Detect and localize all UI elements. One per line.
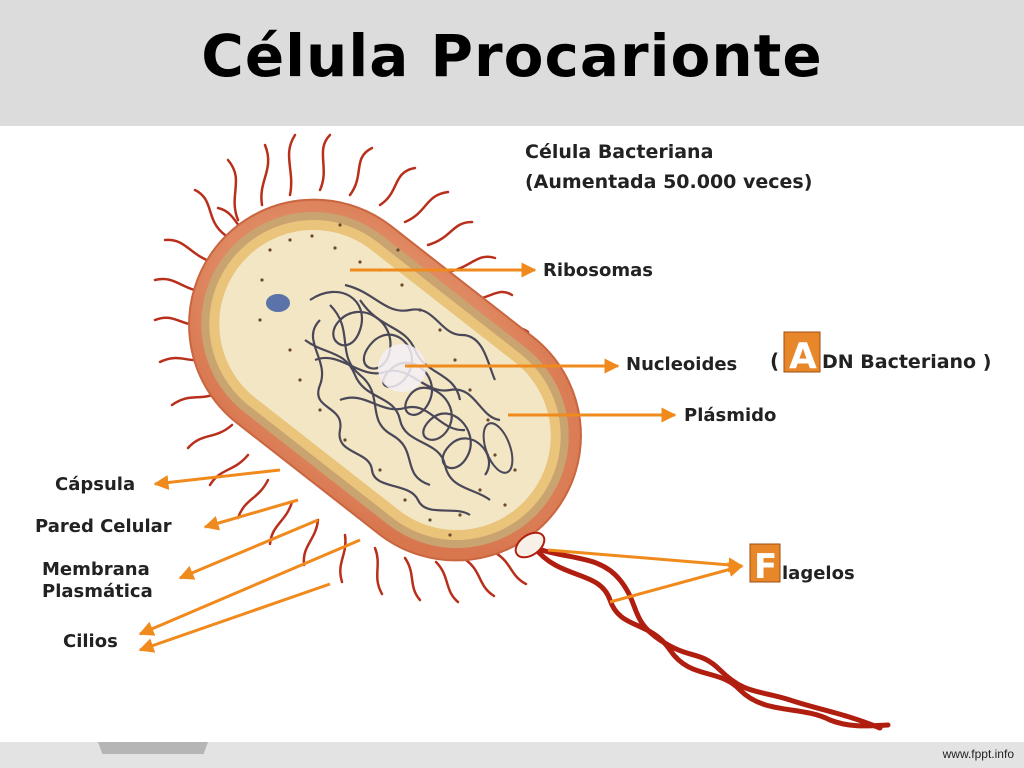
label-capsula: Cápsula [55, 474, 135, 495]
footer-url: www.fppt.info [942, 747, 1014, 761]
label-nucleoides: Nucleoides [626, 354, 737, 375]
arrow-pared [203, 498, 299, 531]
slide-header: Célula Procarionte [0, 0, 1024, 126]
flagelos-initial-box [749, 543, 781, 583]
label-membrana-line-2: Plasmática [42, 581, 153, 602]
flagellum [532, 545, 891, 731]
arrow-cilios-b [138, 582, 331, 653]
leader-arrows [138, 262, 744, 653]
arrow-capsula [153, 468, 281, 490]
label-adn-rest: DN Bacteriano ) [822, 351, 991, 373]
slide-footer: www.fppt.info [0, 742, 1024, 768]
caption-line-2: (Aumentada 50.000 veces) [525, 171, 812, 193]
label-cilios: Cilios [63, 631, 118, 652]
label-adn-open-paren: ( [770, 349, 779, 373]
arrow-membrana [178, 518, 319, 580]
label-plasmido: Plásmido [684, 405, 776, 426]
prokaryotic-cell-diagram: Célula Bacteriana (Aumentada 50.000 vece… [0, 126, 1024, 742]
label-flagelos-rest: lagelos [782, 563, 855, 584]
arrow-cilios-a [138, 538, 361, 636]
nucleoid-highlight [378, 344, 426, 392]
label-adn-initial: A [789, 336, 817, 377]
flagellum-base [514, 531, 546, 559]
slide-title: Célula Procarionte [201, 22, 823, 90]
inclusion-body [266, 294, 290, 312]
arrow-flagelos-b [609, 562, 744, 604]
label-membrana-line-1: Membrana [42, 559, 150, 580]
caption-line-1: Célula Bacteriana [525, 141, 713, 163]
plasmid-ring [482, 422, 514, 474]
arrow-flagelos-a [547, 548, 744, 573]
ribosomes [258, 223, 517, 537]
label-flagelos-initial: F [754, 547, 777, 587]
footer-tab-decoration [98, 742, 208, 754]
adn-initial-box [783, 331, 821, 373]
label-ribosomas: Ribosomas [543, 260, 653, 281]
label-pared-celular: Pared Celular [35, 516, 172, 537]
